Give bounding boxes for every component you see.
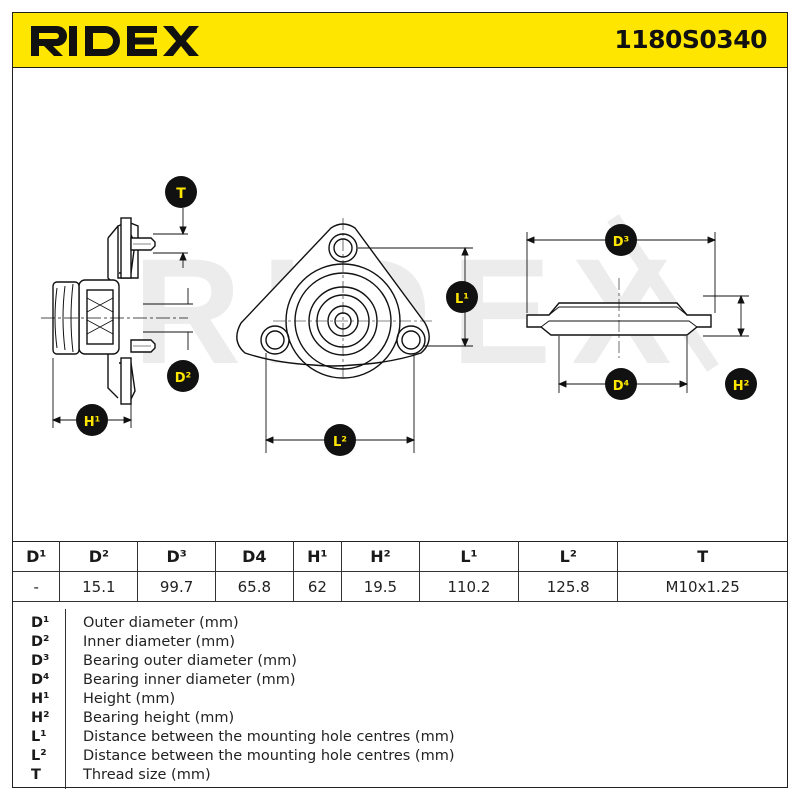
legend-desc: Bearing outer diameter (mm) (83, 653, 297, 669)
legend-item: D¹ Outer diameter (mm) (13, 614, 787, 632)
spec-table: D¹ D² D³ D4 H¹ H² L¹ L² T - 15.1 99.7 65… (13, 541, 787, 602)
spec-value-cell: - (13, 571, 61, 602)
badge-H2: H² (725, 368, 757, 400)
badge-D3: D³ (605, 224, 637, 256)
spec-header-row: D¹ D² D³ D4 H¹ H² L¹ L² T (13, 541, 787, 572)
spec-value-cell: 99.7 (137, 571, 216, 602)
badge-L1: L¹ (446, 281, 478, 313)
legend-code: D³ (31, 653, 50, 669)
badge-L2-label: L² (333, 435, 347, 450)
badge-T: T (165, 176, 197, 208)
header-bar: 1180S0340 (13, 13, 787, 68)
badge-H2-label: H² (733, 379, 750, 394)
legend-desc: Bearing height (mm) (83, 710, 235, 726)
datasheet: 1180S0340 RIDEX (12, 12, 788, 789)
spec-value-cell: 65.8 (214, 571, 294, 602)
brand-logo (29, 22, 199, 64)
legend-item: L² Distance between the mounting hole ce… (13, 747, 787, 765)
badge-T-label: T (176, 186, 186, 202)
legend-item: T Thread size (mm) (13, 766, 787, 784)
legend-item: D⁴ Bearing inner diameter (mm) (13, 671, 787, 689)
bearing-view (526, 278, 712, 358)
legend-code: H² (31, 710, 50, 726)
legend-desc: Inner diameter (mm) (83, 634, 236, 650)
legend-item: D³ Bearing outer diameter (mm) (13, 652, 787, 670)
spec-value-cell: 125.8 (518, 571, 619, 602)
legend-item: D² Inner diameter (mm) (13, 633, 787, 651)
legend-item: L¹ Distance between the mounting hole ce… (13, 728, 787, 746)
spec-header-cell: L¹ (418, 541, 520, 572)
spec-value-cell: M10x1.25 (617, 571, 787, 602)
spec-value-cell: 15.1 (59, 571, 139, 602)
legend-item: H¹ Height (mm) (13, 690, 787, 708)
legend-code: D⁴ (31, 672, 50, 688)
spec-header-cell: L² (518, 541, 619, 572)
spec-value-row: - 15.1 99.7 65.8 62 19.5 110.2 125.8 M10… (13, 571, 787, 602)
badge-D2: D² (167, 360, 199, 392)
legend-divider (65, 609, 67, 789)
side-view-dimensions (51, 208, 193, 428)
spec-value-cell: 110.2 (418, 571, 520, 602)
spec-header-cell: H¹ (292, 541, 343, 572)
badge-H1: H¹ (76, 404, 108, 436)
legend-desc: Distance between the mounting hole centr… (83, 729, 455, 745)
spec-header-cell: D² (59, 541, 139, 572)
badge-D2-label: D² (175, 371, 192, 386)
spec-header-cell: D¹ (13, 541, 61, 572)
legend-desc: Bearing inner diameter (mm) (83, 672, 296, 688)
badge-D4-label: D⁴ (613, 379, 630, 394)
legend-desc: Thread size (mm) (83, 767, 211, 783)
legend-item: H² Bearing height (mm) (13, 709, 787, 727)
part-number: 1180S0340 (614, 25, 767, 54)
legend-code: L¹ (31, 729, 47, 745)
badge-D4: D⁴ (605, 368, 637, 400)
spec-value-cell: 62 (292, 571, 343, 602)
badge-L1-label: L¹ (455, 292, 469, 307)
badge-H1-label: H¹ (84, 415, 101, 430)
legend-code: D² (31, 634, 50, 650)
spec-value-cell: 19.5 (341, 571, 420, 602)
badge-D3-label: D³ (613, 235, 630, 250)
spec-header-cell: T (617, 541, 787, 572)
spec-header-cell: D³ (137, 541, 216, 572)
spec-header-cell: D4 (214, 541, 294, 572)
legend-desc: Distance between the mounting hole centr… (83, 748, 455, 764)
top-view (236, 218, 433, 379)
technical-drawing: RIDEX (13, 68, 787, 548)
legend-desc: Height (mm) (83, 691, 176, 707)
spec-header-cell: H² (341, 541, 420, 572)
legend: D¹ Outer diameter (mm) D² Inner diameter… (13, 609, 787, 789)
badge-L2: L² (324, 424, 356, 456)
side-view (41, 217, 188, 405)
legend-code: D¹ (31, 615, 50, 631)
legend-desc: Outer diameter (mm) (83, 615, 239, 631)
legend-code: L² (31, 748, 47, 764)
legend-code: T (31, 767, 41, 783)
legend-code: H¹ (31, 691, 50, 707)
